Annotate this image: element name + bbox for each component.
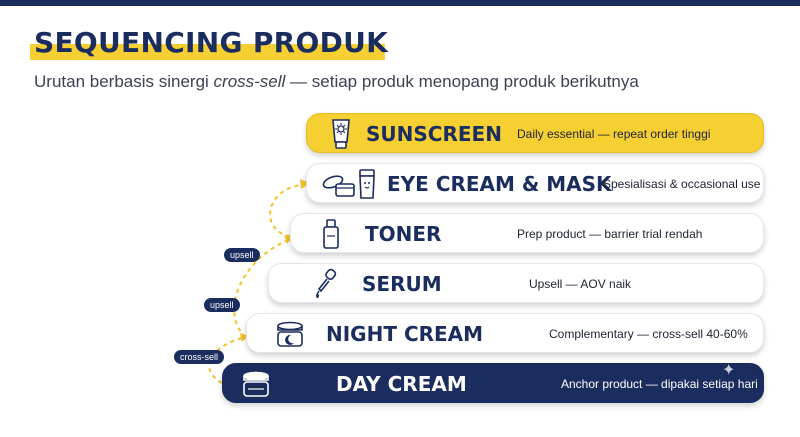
cross-sell-connector xyxy=(208,336,247,384)
tier-night-cream: NIGHT CREAM Complementary — cross-sell 4… xyxy=(246,313,764,353)
toner-bottle-icon xyxy=(322,218,340,255)
day-cream-jar-icon xyxy=(241,368,271,405)
tier-name: NIGHT CREAM xyxy=(326,322,484,346)
tier-description: Anchor product — dipakai setiap hari xyxy=(561,377,758,391)
tier-name: EYE CREAM & MASK xyxy=(387,172,612,196)
subtitle-text-end: — setiap produk menopang produk berikutn… xyxy=(285,72,639,91)
serum-dropper-icon xyxy=(313,268,339,305)
title-highlight xyxy=(30,44,385,60)
tier-sunscreen: SUNSCREEN Daily essential — repeat order… xyxy=(306,113,764,153)
tier-name: SERUM xyxy=(362,272,442,296)
tier-name: DAY CREAM xyxy=(336,372,467,396)
tier-name: SUNSCREEN xyxy=(366,122,502,146)
upsell-label: upsell xyxy=(224,248,260,262)
eye-cream-and-mask-icon xyxy=(320,168,378,205)
sunscreen-tube-icon xyxy=(330,118,352,155)
subtitle-emphasis: cross-sell xyxy=(213,72,286,91)
upsell-label: upsell xyxy=(204,298,240,312)
subtitle-text: Urutan berbasis sinergi xyxy=(34,72,214,91)
upsell-connector-top xyxy=(269,184,301,237)
tier-description: Complementary — cross-sell 40-60% xyxy=(549,327,748,341)
tier-day-cream: DAY CREAM Anchor product — dipakai setia… xyxy=(222,363,764,403)
page-subtitle: Urutan berbasis sinergi cross-sell — set… xyxy=(34,72,639,92)
night-cream-jar-icon xyxy=(275,318,305,355)
tier-description: Upsell — AOV naik xyxy=(529,277,632,291)
arrowhead-top xyxy=(300,179,310,189)
tier-toner: TONER Prep product — barrier trial renda… xyxy=(290,213,764,253)
tier-description: Prep product — barrier trial rendah xyxy=(517,227,703,241)
tier-serum: SERUM Upsell — AOV naik xyxy=(268,263,764,303)
page-title: SEQUENCING PRODUK xyxy=(34,26,389,59)
tier-description: Daily essential — repeat order tinggi xyxy=(517,127,711,141)
tier-description: Spesialisasi & occasional use xyxy=(603,177,761,191)
cross-sell-label: cross-sell xyxy=(174,350,225,364)
top-accent-bar xyxy=(0,0,800,6)
sparkle-icon: ✦ xyxy=(722,362,736,379)
tier-name: TONER xyxy=(365,222,442,246)
upsell-connector-middle xyxy=(233,239,289,338)
tier-eye-cream-mask: EYE CREAM & MASK Spesialisasi & occasion… xyxy=(306,163,764,203)
